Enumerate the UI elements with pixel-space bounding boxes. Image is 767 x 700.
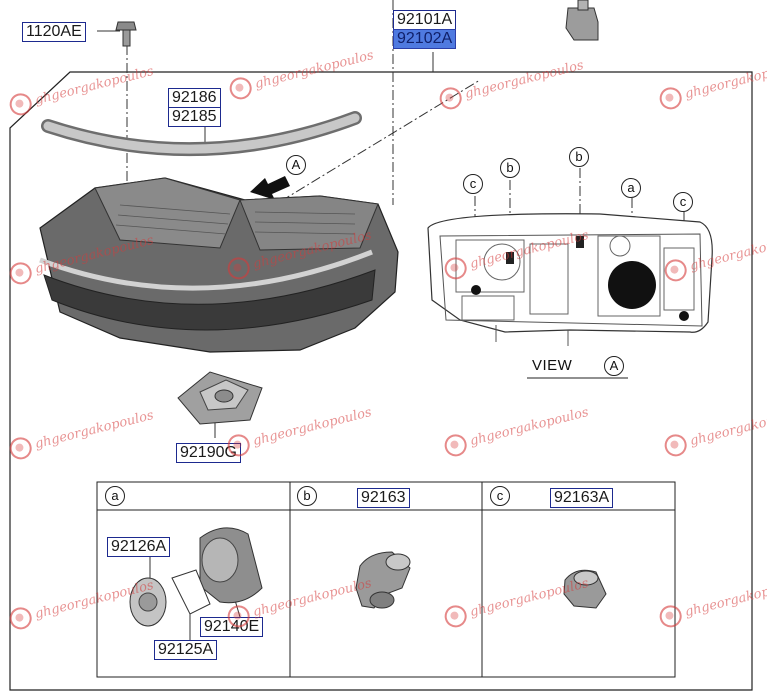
callout-c-left: c — [463, 174, 483, 194]
label-socket-b: 92163 — [357, 488, 410, 508]
label-gasket: 92125A — [154, 640, 218, 660]
label-housing-stack: 92101A 92102A — [393, 10, 457, 49]
view-arrow — [250, 176, 290, 200]
label-strip-b: 92185 — [168, 107, 221, 127]
connector-part — [565, 0, 599, 41]
callout-b-left: b — [500, 158, 520, 178]
frame-border — [9, 71, 753, 691]
led-module — [177, 371, 263, 425]
bolt-part — [115, 21, 137, 47]
callout-b-right: b — [569, 147, 589, 167]
callout-A: A — [286, 155, 306, 175]
rear-view-outline — [427, 213, 713, 346]
socket-b-part — [355, 551, 411, 609]
table-cell-c: c — [490, 486, 510, 506]
callout-a: a — [621, 178, 641, 198]
view-letter: A — [604, 356, 624, 376]
label-housing-rh: 92102A — [393, 29, 457, 49]
label-socket-c: 92163A — [550, 488, 614, 508]
bulb-cover-part — [129, 527, 263, 627]
headlamp-housing — [39, 177, 399, 353]
label-module: 92190G — [176, 443, 241, 463]
label-strip-stack: 92186 92185 — [168, 88, 221, 127]
view-label: VIEW — [532, 357, 573, 374]
callout-c-right: c — [673, 192, 693, 212]
label-bolt: 1120AE — [22, 22, 86, 42]
table-cell-b: b — [297, 486, 317, 506]
label-housing-lh: 92101A — [393, 10, 457, 30]
label-cover-a: 92126A — [107, 537, 171, 557]
socket-c-part — [563, 569, 607, 609]
table-cell-a: a — [105, 486, 125, 506]
parts-table — [96, 481, 676, 678]
label-strip-a: 92186 — [168, 88, 221, 108]
